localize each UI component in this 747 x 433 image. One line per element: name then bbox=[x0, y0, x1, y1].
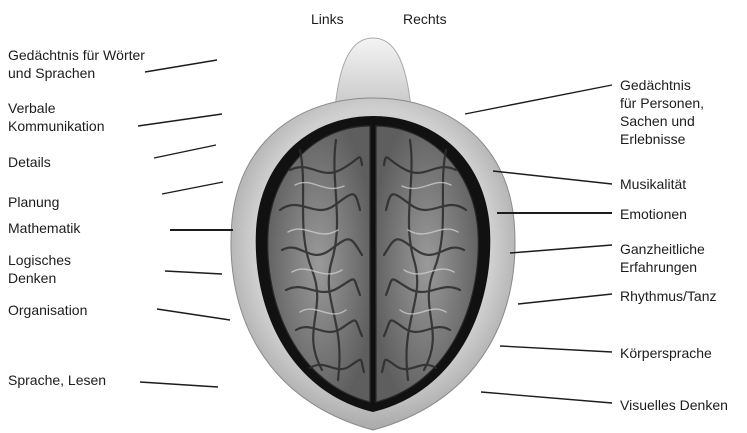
label-ganzheitliche-erfahrungen: Ganzheitliche Erfahrungen bbox=[620, 240, 705, 276]
label-gedaechtnis-personen: Gedächtnis für Personen, Sachen und Erle… bbox=[620, 76, 704, 148]
label-mathematik: Mathematik bbox=[8, 219, 80, 237]
label-sprache-lesen: Sprache, Lesen bbox=[8, 371, 106, 389]
label-details: Details bbox=[8, 153, 51, 171]
label-emotionen: Emotionen bbox=[620, 205, 687, 223]
label-planung: Planung bbox=[8, 193, 59, 211]
label-rhythmus-tanz: Rhythmus/Tanz bbox=[620, 287, 716, 305]
label-musikalitaet: Musikalität bbox=[620, 175, 686, 193]
label-verbale-kommunikation: Verbale Kommunikation bbox=[8, 99, 105, 135]
label-koerpersprache: Körpersprache bbox=[620, 344, 712, 362]
label-gedaechtnis-woerter: Gedächtnis für Wörter und Sprachen bbox=[8, 46, 145, 82]
label-organisation: Organisation bbox=[8, 301, 87, 319]
header-left: Links bbox=[311, 10, 344, 28]
header-right: Rechts bbox=[403, 10, 447, 28]
label-visuelles-denken: Visuelles Denken bbox=[620, 396, 728, 414]
label-logisches-denken: Logisches Denken bbox=[8, 251, 71, 287]
left-leader-lines bbox=[138, 60, 233, 387]
